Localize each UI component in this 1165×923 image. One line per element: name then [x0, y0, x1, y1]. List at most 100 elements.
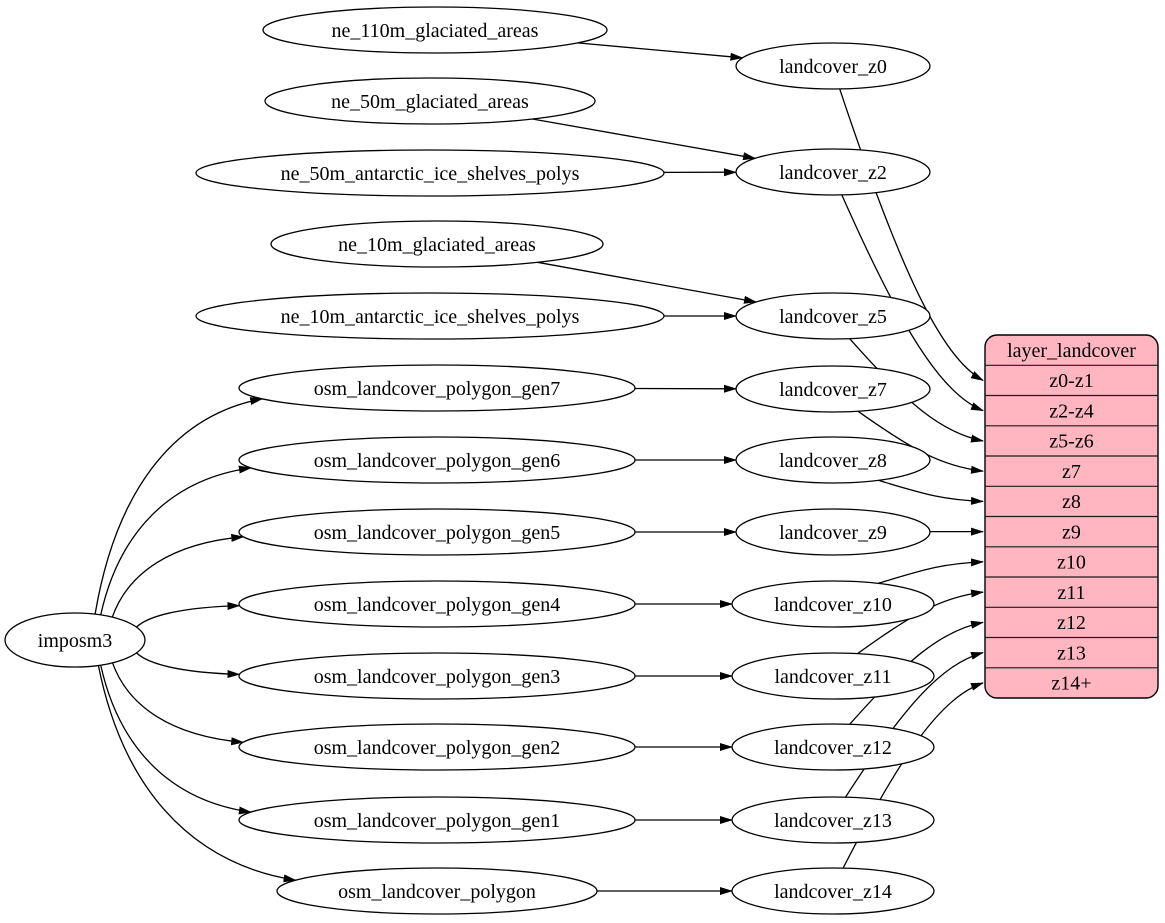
table-title: layer_landcover	[1007, 340, 1136, 362]
nodes-layer: imposm3 ne_110m_glaciated_areas ne_50m_gla…	[4, 6, 935, 915]
node-ne_10m_antarctic_ice_shelves_polys: ne_10m_antarctic_ice_shelves_polys	[195, 292, 665, 340]
node-label-landcover_z7: landcover_z7	[779, 379, 887, 401]
node-landcover_z11: landcover_z11	[731, 652, 935, 700]
node-ellipse-ne_50m_glaciated_areas	[264, 77, 596, 125]
node-ellipse-landcover_z5	[735, 292, 931, 340]
node-ellipse-landcover_z12	[731, 723, 935, 771]
node-ne_50m_antarctic_ice_shelves_polys: ne_50m_antarctic_ice_shelves_polys	[195, 149, 665, 197]
node-landcover_z5: landcover_z5	[735, 292, 931, 340]
node-label-ne_10m_glaciated_areas: ne_10m_glaciated_areas	[338, 234, 536, 256]
node-landcover_z12: landcover_z12	[731, 723, 935, 771]
edge-landcover_z8-to-layer_landcover:z8	[878, 479, 984, 505]
edge-imposm3-to-osm_landcover_polygon	[97, 665, 297, 883]
node-label-landcover_z14: landcover_z14	[774, 881, 892, 903]
edge-ne_110m_glaciated_areas-to-landcover_z0	[577, 42, 744, 61]
table-row-z9: z9	[1062, 521, 1081, 543]
node-label-landcover_z9: landcover_z9	[779, 522, 887, 544]
node-osm_landcover_polygon_gen7: osm_landcover_polygon_gen7	[238, 364, 636, 412]
edge-imposm3-to-osm_landcover_polygon_gen3	[136, 652, 241, 679]
node-label-ne_10m_antarctic_ice_shelves_polys: ne_10m_antarctic_ice_shelves_polys	[281, 306, 580, 328]
node-ellipse-osm_landcover_polygon_gen4	[238, 580, 636, 628]
node-osm_landcover_polygon_gen6: osm_landcover_polygon_gen6	[238, 436, 636, 484]
table-row-z13: z13	[1057, 642, 1086, 664]
node-label-landcover_z8: landcover_z8	[779, 450, 887, 472]
edge-imposm3-to-osm_landcover_polygon_gen1	[100, 664, 252, 815]
edge-imposm3-to-osm_landcover_polygon_gen7	[94, 397, 264, 615]
node-ellipse-osm_landcover_polygon	[276, 867, 598, 915]
node-osm_landcover_polygon_gen5: osm_landcover_polygon_gen5	[238, 508, 636, 556]
node-label-osm_landcover_polygon_gen1: osm_landcover_polygon_gen1	[314, 810, 561, 832]
node-osm_landcover_polygon: osm_landcover_polygon	[276, 867, 598, 915]
node-ellipse-ne_10m_glaciated_areas	[270, 220, 604, 268]
edge-imposm3-to-osm_landcover_polygon_gen2	[111, 662, 245, 746]
node-landcover_z7: landcover_z7	[735, 365, 931, 413]
node-ellipse-landcover_z11	[731, 652, 935, 700]
node-ellipse-osm_landcover_polygon_gen2	[238, 723, 636, 771]
node-label-ne_110m_glaciated_areas: ne_110m_glaciated_areas	[332, 20, 539, 42]
node-ellipse-osm_landcover_polygon_gen7	[238, 364, 636, 412]
node-osm_landcover_polygon_gen2: osm_landcover_polygon_gen2	[238, 723, 636, 771]
table-row-z5-z6: z5-z6	[1049, 431, 1093, 453]
node-landcover_z9: landcover_z9	[735, 508, 931, 556]
node-ellipse-ne_50m_antarctic_ice_shelves_polys	[195, 149, 665, 197]
node-ellipse-landcover_z0	[735, 42, 931, 90]
node-ellipse-landcover_z10	[731, 580, 935, 628]
node-landcover_z0: landcover_z0	[735, 42, 931, 90]
node-label-ne_50m_antarctic_ice_shelves_polys: ne_50m_antarctic_ice_shelves_polys	[281, 163, 580, 185]
node-label-imposm3: imposm3	[38, 630, 112, 652]
node-ellipse-osm_landcover_polygon_gen1	[238, 796, 636, 844]
node-osm_landcover_polygon_gen3: osm_landcover_polygon_gen3	[238, 652, 636, 700]
edge-ne_10m_glaciated_areas-to-landcover_z5	[537, 261, 757, 304]
node-label-landcover_z11: landcover_z11	[775, 666, 892, 688]
node-landcover_z14: landcover_z14	[731, 867, 935, 915]
node-label-landcover_z2: landcover_z2	[779, 162, 887, 184]
edge-landcover_z5-to-layer_landcover:z5-z6	[849, 338, 984, 443]
node-landcover_z2: landcover_z2	[735, 148, 931, 196]
node-label-landcover_z13: landcover_z13	[774, 810, 892, 832]
table-row-z0-z1: z0-z1	[1049, 370, 1093, 392]
node-imposm3: imposm3	[4, 612, 146, 668]
node-label-osm_landcover_polygon_gen7: osm_landcover_polygon_gen7	[314, 378, 561, 400]
node-label-osm_landcover_polygon_gen5: osm_landcover_polygon_gen5	[314, 522, 561, 544]
table-layer-landcover: layer_landcover z0-z1 z2-z4 z5-z6 z7 z8 z9 z10 z…	[984, 334, 1159, 699]
node-osm_landcover_polygon_gen1: osm_landcover_polygon_gen1	[238, 796, 636, 844]
node-ellipse-landcover_z9	[735, 508, 931, 556]
node-ellipse-landcover_z13	[731, 796, 935, 844]
table-row-z7: z7	[1062, 461, 1081, 483]
edge-imposm3-to-osm_landcover_polygon_gen4	[136, 601, 241, 628]
node-label-landcover_z0: landcover_z0	[779, 56, 887, 78]
node-ne_110m_glaciated_areas: ne_110m_glaciated_areas	[262, 6, 608, 54]
edge-landcover_z10-to-layer_landcover:z10	[877, 558, 984, 585]
table-row-z12: z12	[1057, 612, 1086, 634]
node-label-osm_landcover_polygon_gen3: osm_landcover_polygon_gen3	[314, 666, 561, 688]
node-ellipse-landcover_z2	[735, 148, 931, 196]
node-ellipse-imposm3	[4, 612, 146, 668]
node-ne_50m_glaciated_areas: ne_50m_glaciated_areas	[264, 77, 596, 125]
node-label-osm_landcover_polygon_gen4: osm_landcover_polygon_gen4	[314, 594, 561, 616]
table-layer: layer_landcover z0-z1 z2-z4 z5-z6 z7 z8 z9 z10 z…	[984, 334, 1159, 699]
table-row-z11: z11	[1057, 582, 1085, 604]
node-osm_landcover_polygon_gen4: osm_landcover_polygon_gen4	[238, 580, 636, 628]
node-label-osm_landcover_polygon_gen6: osm_landcover_polygon_gen6	[314, 450, 561, 472]
node-label-osm_landcover_polygon: osm_landcover_polygon	[338, 881, 536, 903]
edge-imposm3-to-osm_landcover_polygon_gen6	[100, 465, 252, 616]
edge-ne_50m_glaciated_areas-to-landcover_z2	[532, 118, 757, 161]
node-ellipse-landcover_z8	[735, 436, 931, 484]
table-row-z8: z8	[1062, 491, 1081, 513]
node-label-ne_50m_glaciated_areas: ne_50m_glaciated_areas	[331, 91, 529, 113]
node-label-osm_landcover_polygon_gen2: osm_landcover_polygon_gen2	[314, 737, 561, 759]
table-row-z2-z4: z2-z4	[1049, 400, 1093, 422]
table-row-z14+: z14+	[1051, 673, 1091, 695]
node-landcover_z10: landcover_z10	[731, 580, 935, 628]
node-ellipse-osm_landcover_polygon_gen6	[238, 436, 636, 484]
node-ellipse-ne_110m_glaciated_areas	[262, 6, 608, 54]
edge-landcover_z12-to-layer_landcover:z12	[849, 620, 984, 725]
edge-imposm3-to-osm_landcover_polygon_gen5	[111, 533, 245, 618]
node-label-landcover_z5: landcover_z5	[779, 306, 887, 328]
node-landcover_z8: landcover_z8	[735, 436, 931, 484]
table-row-z10: z10	[1057, 552, 1086, 574]
node-ellipse-ne_10m_antarctic_ice_shelves_polys	[195, 292, 665, 340]
edge-landcover_z2-to-layer_landcover:z2-z4	[841, 194, 984, 412]
